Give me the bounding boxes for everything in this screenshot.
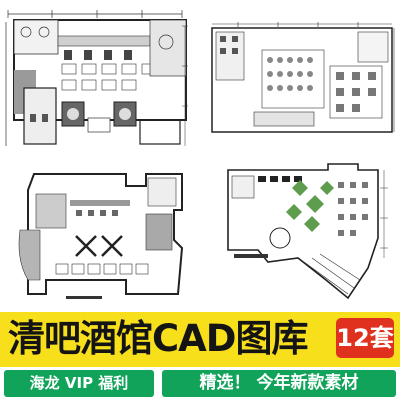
title-banner (0, 312, 400, 367)
floor-plan-bottom-left (18, 173, 184, 299)
vip-tag: 海龙 VIP 福利 (4, 370, 154, 397)
count-badge: 12套 (336, 318, 394, 358)
banner-title: 清吧酒馆CAD图库 (8, 317, 309, 360)
floor-plan-bottom-right (227, 163, 388, 300)
floor-plan-top-right (211, 22, 395, 133)
floor-plan-top-left (5, 10, 188, 146)
promo-tag: 精选！ 今年新款素材 (162, 370, 396, 397)
